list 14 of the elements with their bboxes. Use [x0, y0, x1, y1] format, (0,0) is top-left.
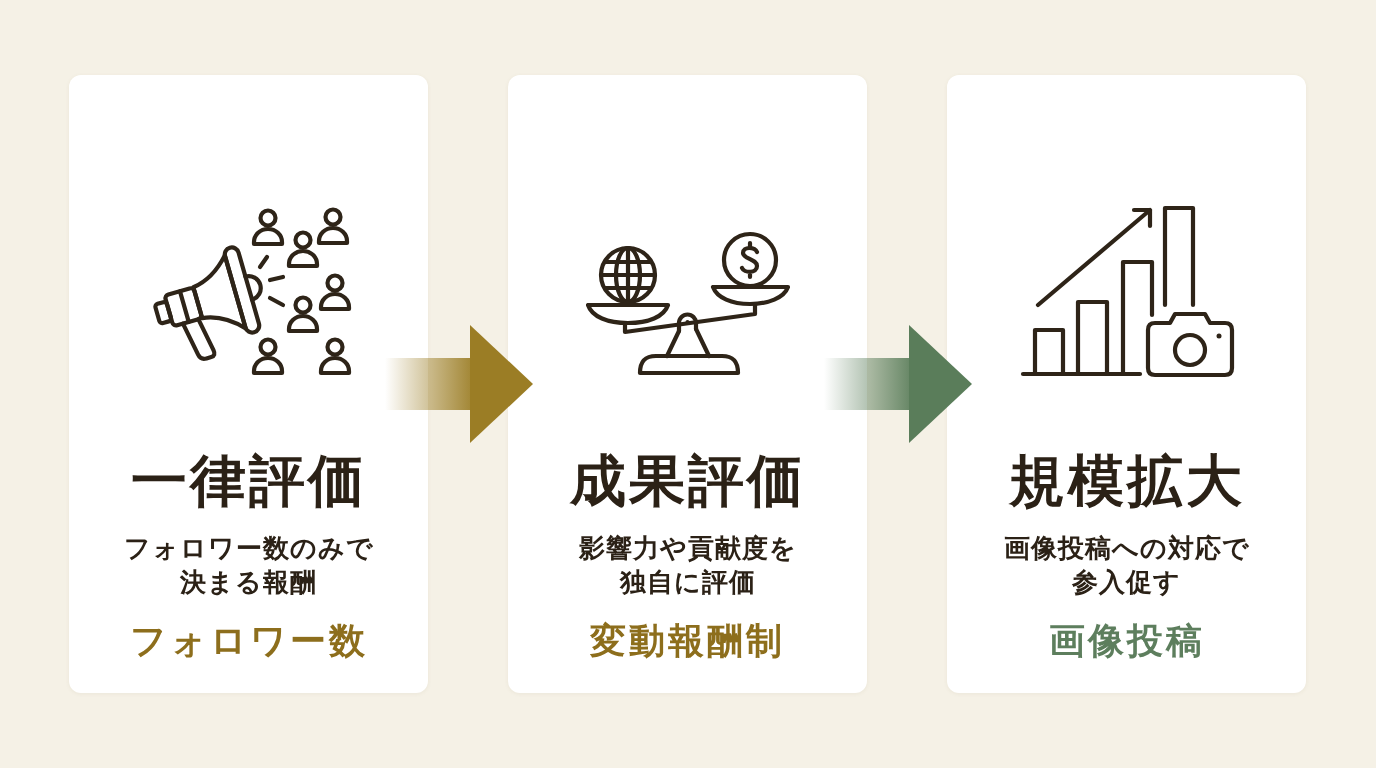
step-keyword: 変動報酬制	[590, 619, 785, 663]
step-title: 規模拡大	[1008, 448, 1245, 512]
step-card	[69, 75, 428, 693]
step-title: 成果評価	[569, 448, 806, 512]
step-description: 影響力や貢献度を独自に評価	[577, 532, 798, 599]
step-card	[947, 75, 1306, 693]
step-description: 画像投稿への対応で参入促す	[1002, 532, 1251, 599]
step-title: 一律評価	[130, 448, 367, 512]
arrow	[824, 325, 972, 443]
arrow	[385, 325, 533, 443]
step-card	[508, 75, 867, 693]
step-keyword: フォロワー数	[129, 619, 368, 663]
step-description: フォロワー数のみで決まる報酬	[122, 532, 375, 599]
step-keyword: 画像投稿	[1048, 619, 1205, 663]
